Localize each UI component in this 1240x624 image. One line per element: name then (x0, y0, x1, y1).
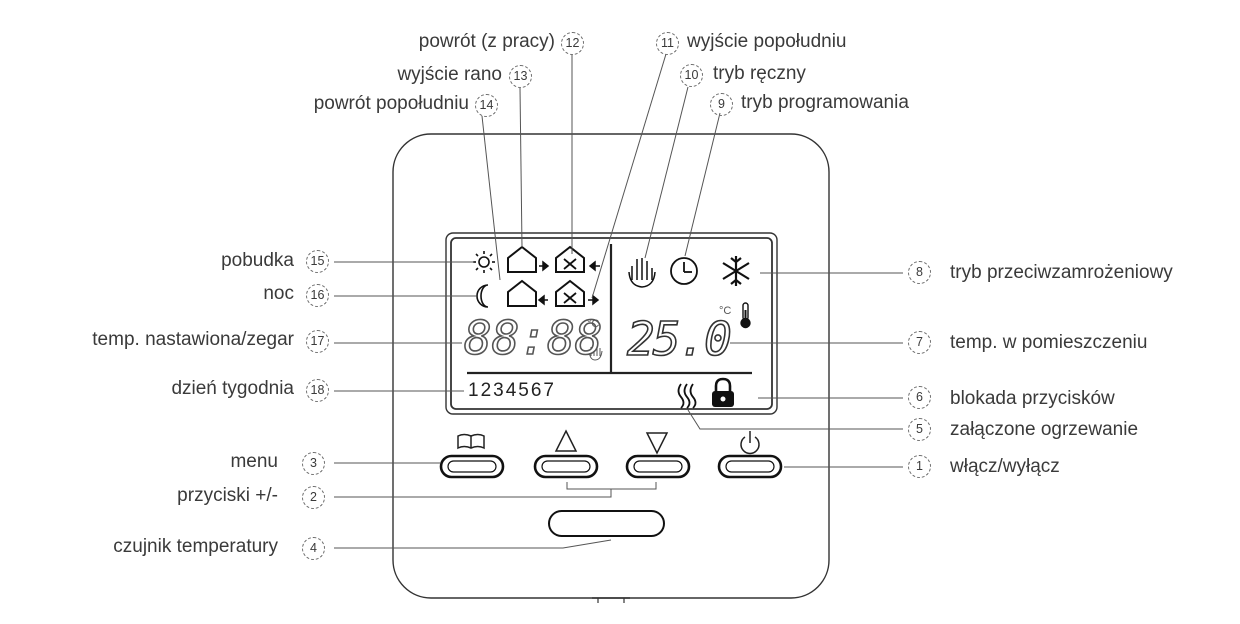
down-triangle-icon (645, 432, 669, 455)
label-czujnik: czujnik temperatury (113, 536, 278, 557)
clock-icon (670, 257, 698, 285)
hand-icon (628, 258, 656, 288)
small-hand-icon (588, 344, 603, 361)
callout-17: 17 (306, 330, 329, 353)
room-temp-display: 25.0 (626, 312, 732, 366)
clock-display: 88:88 (463, 311, 603, 365)
callout-10: 10 (680, 64, 703, 87)
label-wlacz: włącz/wyłącz (950, 456, 1060, 477)
callout-4: 4 (302, 537, 325, 560)
house-exit-morning-icon (507, 245, 550, 273)
temperature-sensor-slot (548, 510, 665, 537)
callout-6: 6 (908, 386, 931, 409)
moon-icon (476, 284, 489, 308)
callout-8: 8 (908, 261, 931, 284)
house-return-afternoon-icon (507, 279, 548, 307)
leader-lines (334, 53, 903, 549)
callout-16: 16 (306, 284, 329, 307)
label-wyjscie-popoludniu: wyjście popołudniu (687, 31, 847, 52)
up-triangle-icon (554, 429, 578, 452)
callout-9: 9 (710, 93, 733, 116)
padlock-icon (712, 377, 734, 407)
callout-2: 2 (302, 486, 325, 509)
callout-13: 13 (509, 65, 532, 88)
label-powrot-popoludniu: powrót popołudniu (313, 93, 469, 114)
callout-5: 5 (908, 418, 931, 441)
callout-11: 11 (656, 32, 679, 55)
callout-14: 14 (475, 94, 498, 117)
thermometer-icon (740, 302, 751, 329)
label-pobudka: pobudka (221, 250, 294, 271)
menu-button[interactable] (439, 454, 505, 479)
heating-icon (677, 383, 697, 409)
label-tryb-programowania: tryb programowania (741, 92, 909, 113)
house-tools-return-icon (555, 245, 600, 273)
weekday-row: 1234567 (468, 380, 556, 401)
callout-12: 12 (561, 32, 584, 55)
power-icon (740, 431, 760, 455)
callout-1: 1 (908, 455, 931, 478)
book-icon (457, 433, 485, 450)
label-tryb-reczny: tryb ręczny (713, 63, 806, 84)
label-ogrzewanie: załączone ogrzewanie (950, 419, 1139, 440)
plus-button[interactable] (533, 454, 599, 479)
label-dzien-tygodnia: dzień tygodnia (171, 378, 294, 399)
label-temp-nastawiona: temp. nastawiona/zegar (92, 329, 294, 350)
label-menu: menu (230, 451, 278, 472)
label-wyjscie-rano: wyjście rano (397, 64, 502, 85)
unit-celsius-right: °C (719, 305, 732, 317)
callout-18: 18 (306, 379, 329, 402)
power-button[interactable] (717, 454, 783, 479)
callout-7: 7 (908, 331, 931, 354)
label-powrot-z-pracy: powrót (z pracy) (418, 31, 555, 52)
house-tools-exit-afternoon-icon (555, 279, 600, 307)
label-noc: noc (263, 283, 294, 304)
unit-celsius-left: °C (587, 318, 600, 330)
label-temp-pomieszczeniu: temp. w pomieszczeniu (950, 332, 1148, 353)
snowflake-icon (722, 256, 750, 286)
label-przeciwzamrozeniowy: tryb przeciwzamrożeniowy (950, 262, 1173, 283)
minus-button[interactable] (625, 454, 691, 479)
callout-15: 15 (306, 250, 329, 273)
label-blokada: blokada przycisków (950, 388, 1115, 409)
label-przyciski: przyciski +/- (177, 485, 278, 506)
callout-3: 3 (302, 452, 325, 475)
